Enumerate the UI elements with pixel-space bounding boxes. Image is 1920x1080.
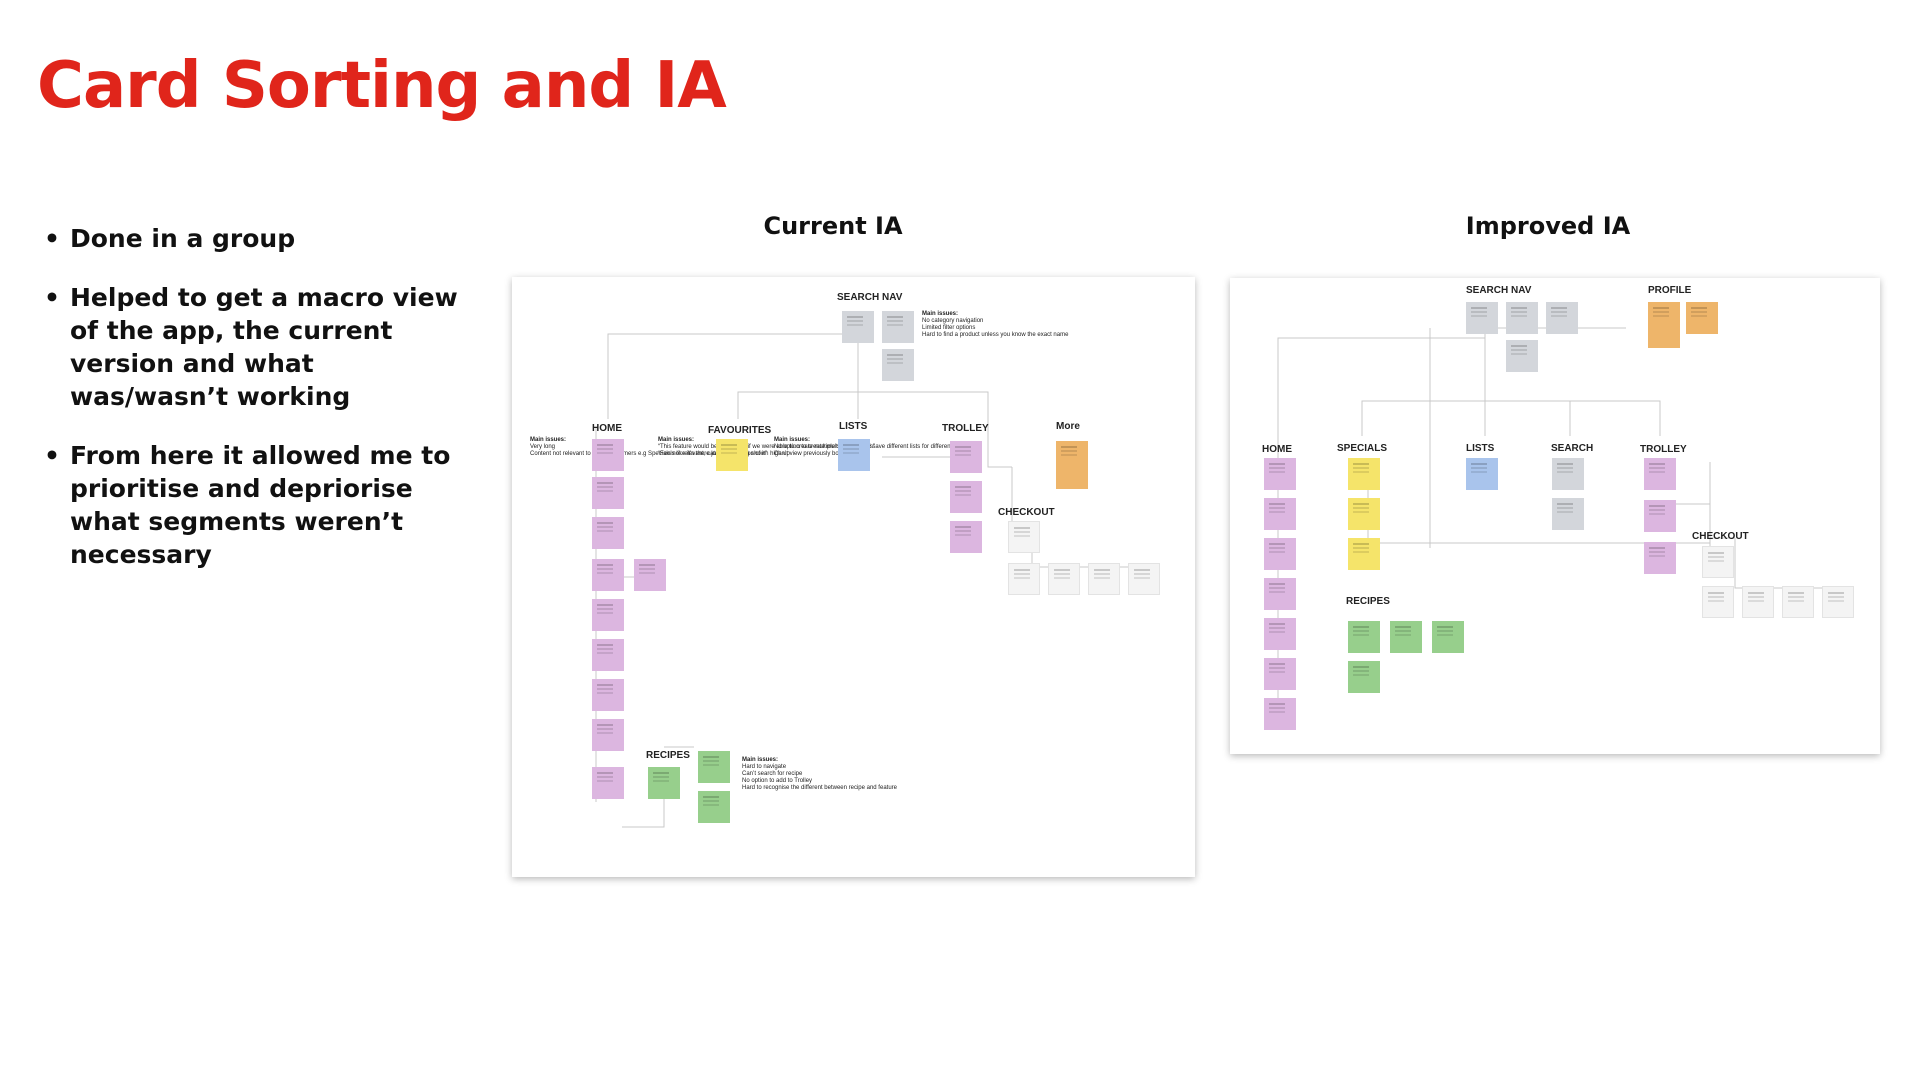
checkout-label: CHECKOUT (998, 507, 1055, 518)
profile-card (1648, 302, 1680, 348)
checkout-card (1742, 586, 1774, 618)
recipes-label: RECIPES (646, 750, 690, 761)
search-nav-label: SEARCH NAV (837, 292, 903, 303)
home-card (592, 439, 624, 471)
home-card (592, 679, 624, 711)
home-card (1264, 498, 1296, 530)
lists-card (838, 439, 870, 471)
improved-ia-heading: Improved IA (1465, 212, 1631, 240)
search-nav-card (1506, 340, 1538, 372)
trolley-card (950, 441, 982, 473)
home-card (1264, 578, 1296, 610)
specials-card (1348, 458, 1380, 490)
trolley-card (1644, 500, 1676, 532)
specials-card (1348, 538, 1380, 570)
search-nav-card (842, 311, 874, 343)
home-card (592, 767, 624, 799)
home-card (592, 599, 624, 631)
trolley-card (950, 481, 982, 513)
lists-issues-note: Main issues: No option to create multipl… (774, 437, 970, 457)
home-card (1264, 618, 1296, 650)
lists-card (1466, 458, 1498, 490)
profile-label: PROFILE (1648, 285, 1692, 296)
trolley-label: TROLLEY (942, 423, 989, 434)
home-issues-note: Main issues: Very long Content not relev… (530, 437, 790, 457)
recipes-card (1348, 621, 1380, 653)
search-nav-card (1466, 302, 1498, 334)
checkout-card (1782, 586, 1814, 618)
current-ia-board: SEARCH NAV Main issues: No category navi… (512, 277, 1195, 877)
home-card (592, 559, 624, 591)
home-card (592, 477, 624, 509)
checkout-card (1088, 563, 1120, 595)
recipes-card (648, 767, 680, 799)
checkout-card (1702, 586, 1734, 618)
checkout-label: CHECKOUT (1692, 531, 1749, 542)
search-label: SEARCH (1551, 443, 1594, 454)
trolley-label: TROLLEY (1640, 444, 1687, 455)
current-ia-heading: Current IA (763, 212, 903, 240)
lists-label: LISTS (839, 421, 868, 432)
checkout-card (1048, 563, 1080, 595)
search-nav-card (1506, 302, 1538, 334)
home-label: HOME (592, 423, 622, 434)
home-card (592, 517, 624, 549)
home-card (1264, 538, 1296, 570)
home-card (592, 639, 624, 671)
page-title: Card Sorting and IA (37, 49, 727, 123)
home-card (1264, 698, 1296, 730)
recipes-card (1348, 661, 1380, 693)
trolley-card (950, 521, 982, 553)
search-nav-card (882, 349, 914, 381)
bullet-item: From here it allowed me to prioritise an… (44, 439, 474, 571)
recipes-issues-note: Main issues: Hard to navigate Can’t sear… (742, 757, 897, 791)
search-nav-card (882, 311, 914, 343)
home-card (1264, 658, 1296, 690)
trolley-card (1644, 542, 1676, 574)
profile-card (1686, 302, 1718, 334)
favourites-issues-note: Main issues: “This feature would be redu… (658, 437, 876, 457)
checkout-card (1128, 563, 1160, 595)
recipes-card (698, 791, 730, 823)
search-nav-label: SEARCH NAV (1466, 285, 1532, 296)
more-card (1056, 441, 1088, 489)
recipes-card (1390, 621, 1422, 653)
recipes-card (698, 751, 730, 783)
bullet-item: Helped to get a macro view of the app, t… (44, 281, 474, 413)
search-nav-issues-note: Main issues: No category navigation Limi… (922, 311, 1069, 338)
bullet-item: Done in a group (44, 222, 474, 255)
specials-label: SPECIALS (1337, 443, 1388, 454)
home-label: HOME (1262, 444, 1292, 455)
search-card (1552, 498, 1584, 530)
more-label: More (1056, 421, 1080, 432)
lists-label: LISTS (1466, 443, 1495, 454)
checkout-card (1008, 563, 1040, 595)
search-card (1552, 458, 1584, 490)
improved-ia-board: SEARCH NAV PROFILE HOME SPECIALS LISTS S… (1230, 278, 1880, 754)
favourites-card (716, 439, 748, 471)
bullet-list: Done in a group Helped to get a macro vi… (44, 222, 474, 597)
home-card (1264, 458, 1296, 490)
checkout-card (1008, 521, 1040, 553)
checkout-card (1702, 546, 1734, 578)
favourites-label: FAVOURITES (708, 425, 772, 436)
home-card (592, 719, 624, 751)
recipes-card (1432, 621, 1464, 653)
search-nav-card (1546, 302, 1578, 334)
checkout-card (1822, 586, 1854, 618)
trolley-card (1644, 458, 1676, 490)
recipes-label: RECIPES (1346, 596, 1390, 607)
specials-card (1348, 498, 1380, 530)
home-card (634, 559, 666, 591)
